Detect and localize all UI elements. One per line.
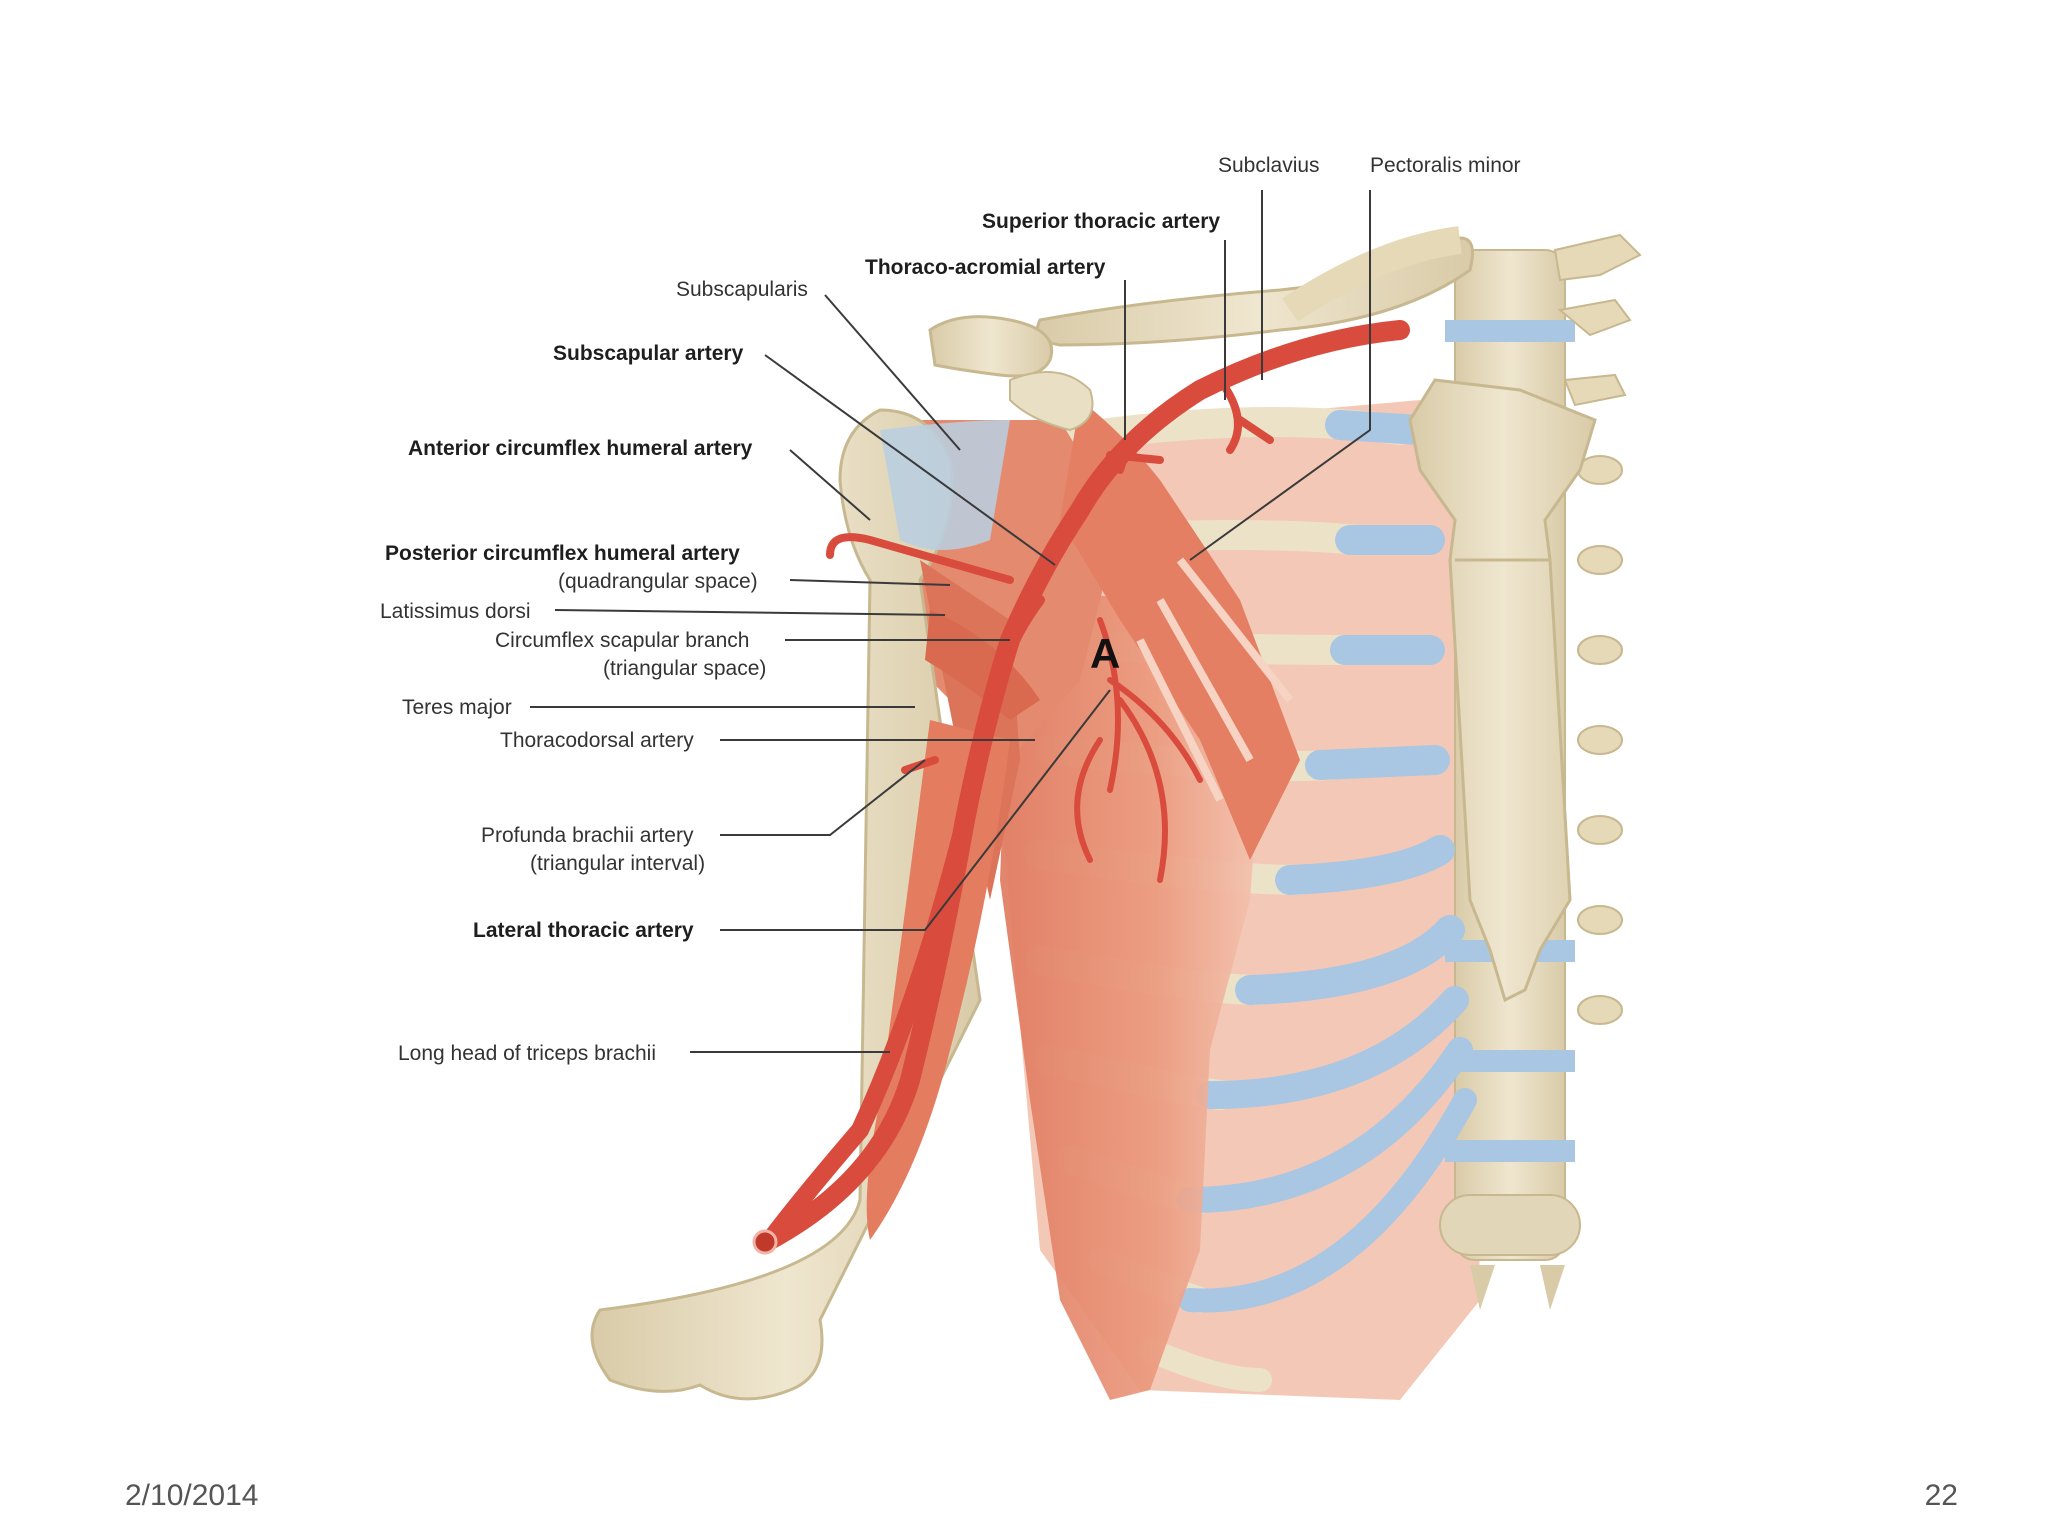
label-pectoralis-minor: Pectoralis minor bbox=[1370, 154, 1521, 177]
label-thoracodorsal-artery: Thoracodorsal artery bbox=[500, 729, 694, 752]
anatomy-illustration bbox=[590, 226, 1642, 1401]
label-profunda-brachii-artery: Profunda brachii artery bbox=[481, 824, 694, 847]
label-subscapularis: Subscapularis bbox=[676, 278, 808, 301]
coracoid-process bbox=[1009, 371, 1094, 432]
clavicle bbox=[1036, 236, 1474, 347]
slide-page-number: 22 bbox=[1925, 1479, 1958, 1512]
label-circumflex-scapular-branch: Circumflex scapular branch bbox=[495, 629, 749, 652]
artery-cut-end bbox=[752, 1229, 778, 1255]
marker-a: A bbox=[1090, 630, 1120, 677]
lateral-thoracic-branches bbox=[1074, 617, 1203, 883]
label-quadrangular-space: (quadrangular space) bbox=[558, 570, 758, 593]
label-long-head-triceps: Long head of triceps brachii bbox=[398, 1042, 656, 1065]
transverse-processes bbox=[1553, 233, 1642, 1025]
serratus-anterior bbox=[1000, 594, 1260, 1400]
label-anterior-circumflex-humeral-artery: Anterior circumflex humeral artery bbox=[408, 437, 753, 460]
acromion bbox=[928, 315, 1053, 378]
subscapular-branch bbox=[985, 595, 1045, 705]
label-subscapular-artery: Subscapular artery bbox=[553, 342, 744, 365]
leader-lines bbox=[530, 190, 1371, 1053]
slide-date: 2/10/2014 bbox=[125, 1479, 258, 1512]
label-superior-thoracic-artery: Superior thoracic artery bbox=[982, 210, 1220, 233]
sternum bbox=[1408, 378, 1597, 1003]
label-posterior-circumflex-humeral-artery: Posterior circumflex humeral artery bbox=[385, 542, 740, 565]
label-lateral-thoracic-artery: Lateral thoracic artery bbox=[473, 919, 694, 942]
label-subclavius: Subclavius bbox=[1218, 154, 1320, 177]
label-latissimus-dorsi: Latissimus dorsi bbox=[380, 600, 531, 623]
label-triangular-space: (triangular space) bbox=[603, 657, 766, 680]
teres-major-muscle bbox=[925, 610, 1040, 720]
label-triangular-interval: (triangular interval) bbox=[530, 852, 705, 875]
label-thoraco-acromial-artery: Thoraco-acromial artery bbox=[865, 256, 1106, 279]
label-teres-major: Teres major bbox=[402, 696, 512, 719]
circumflex-humeral-branch bbox=[826, 533, 1014, 584]
diagram-labels: Subclavius Pectoralis minor Superior tho… bbox=[380, 154, 1521, 1065]
thoraco-acromial-artery bbox=[1106, 436, 1164, 474]
